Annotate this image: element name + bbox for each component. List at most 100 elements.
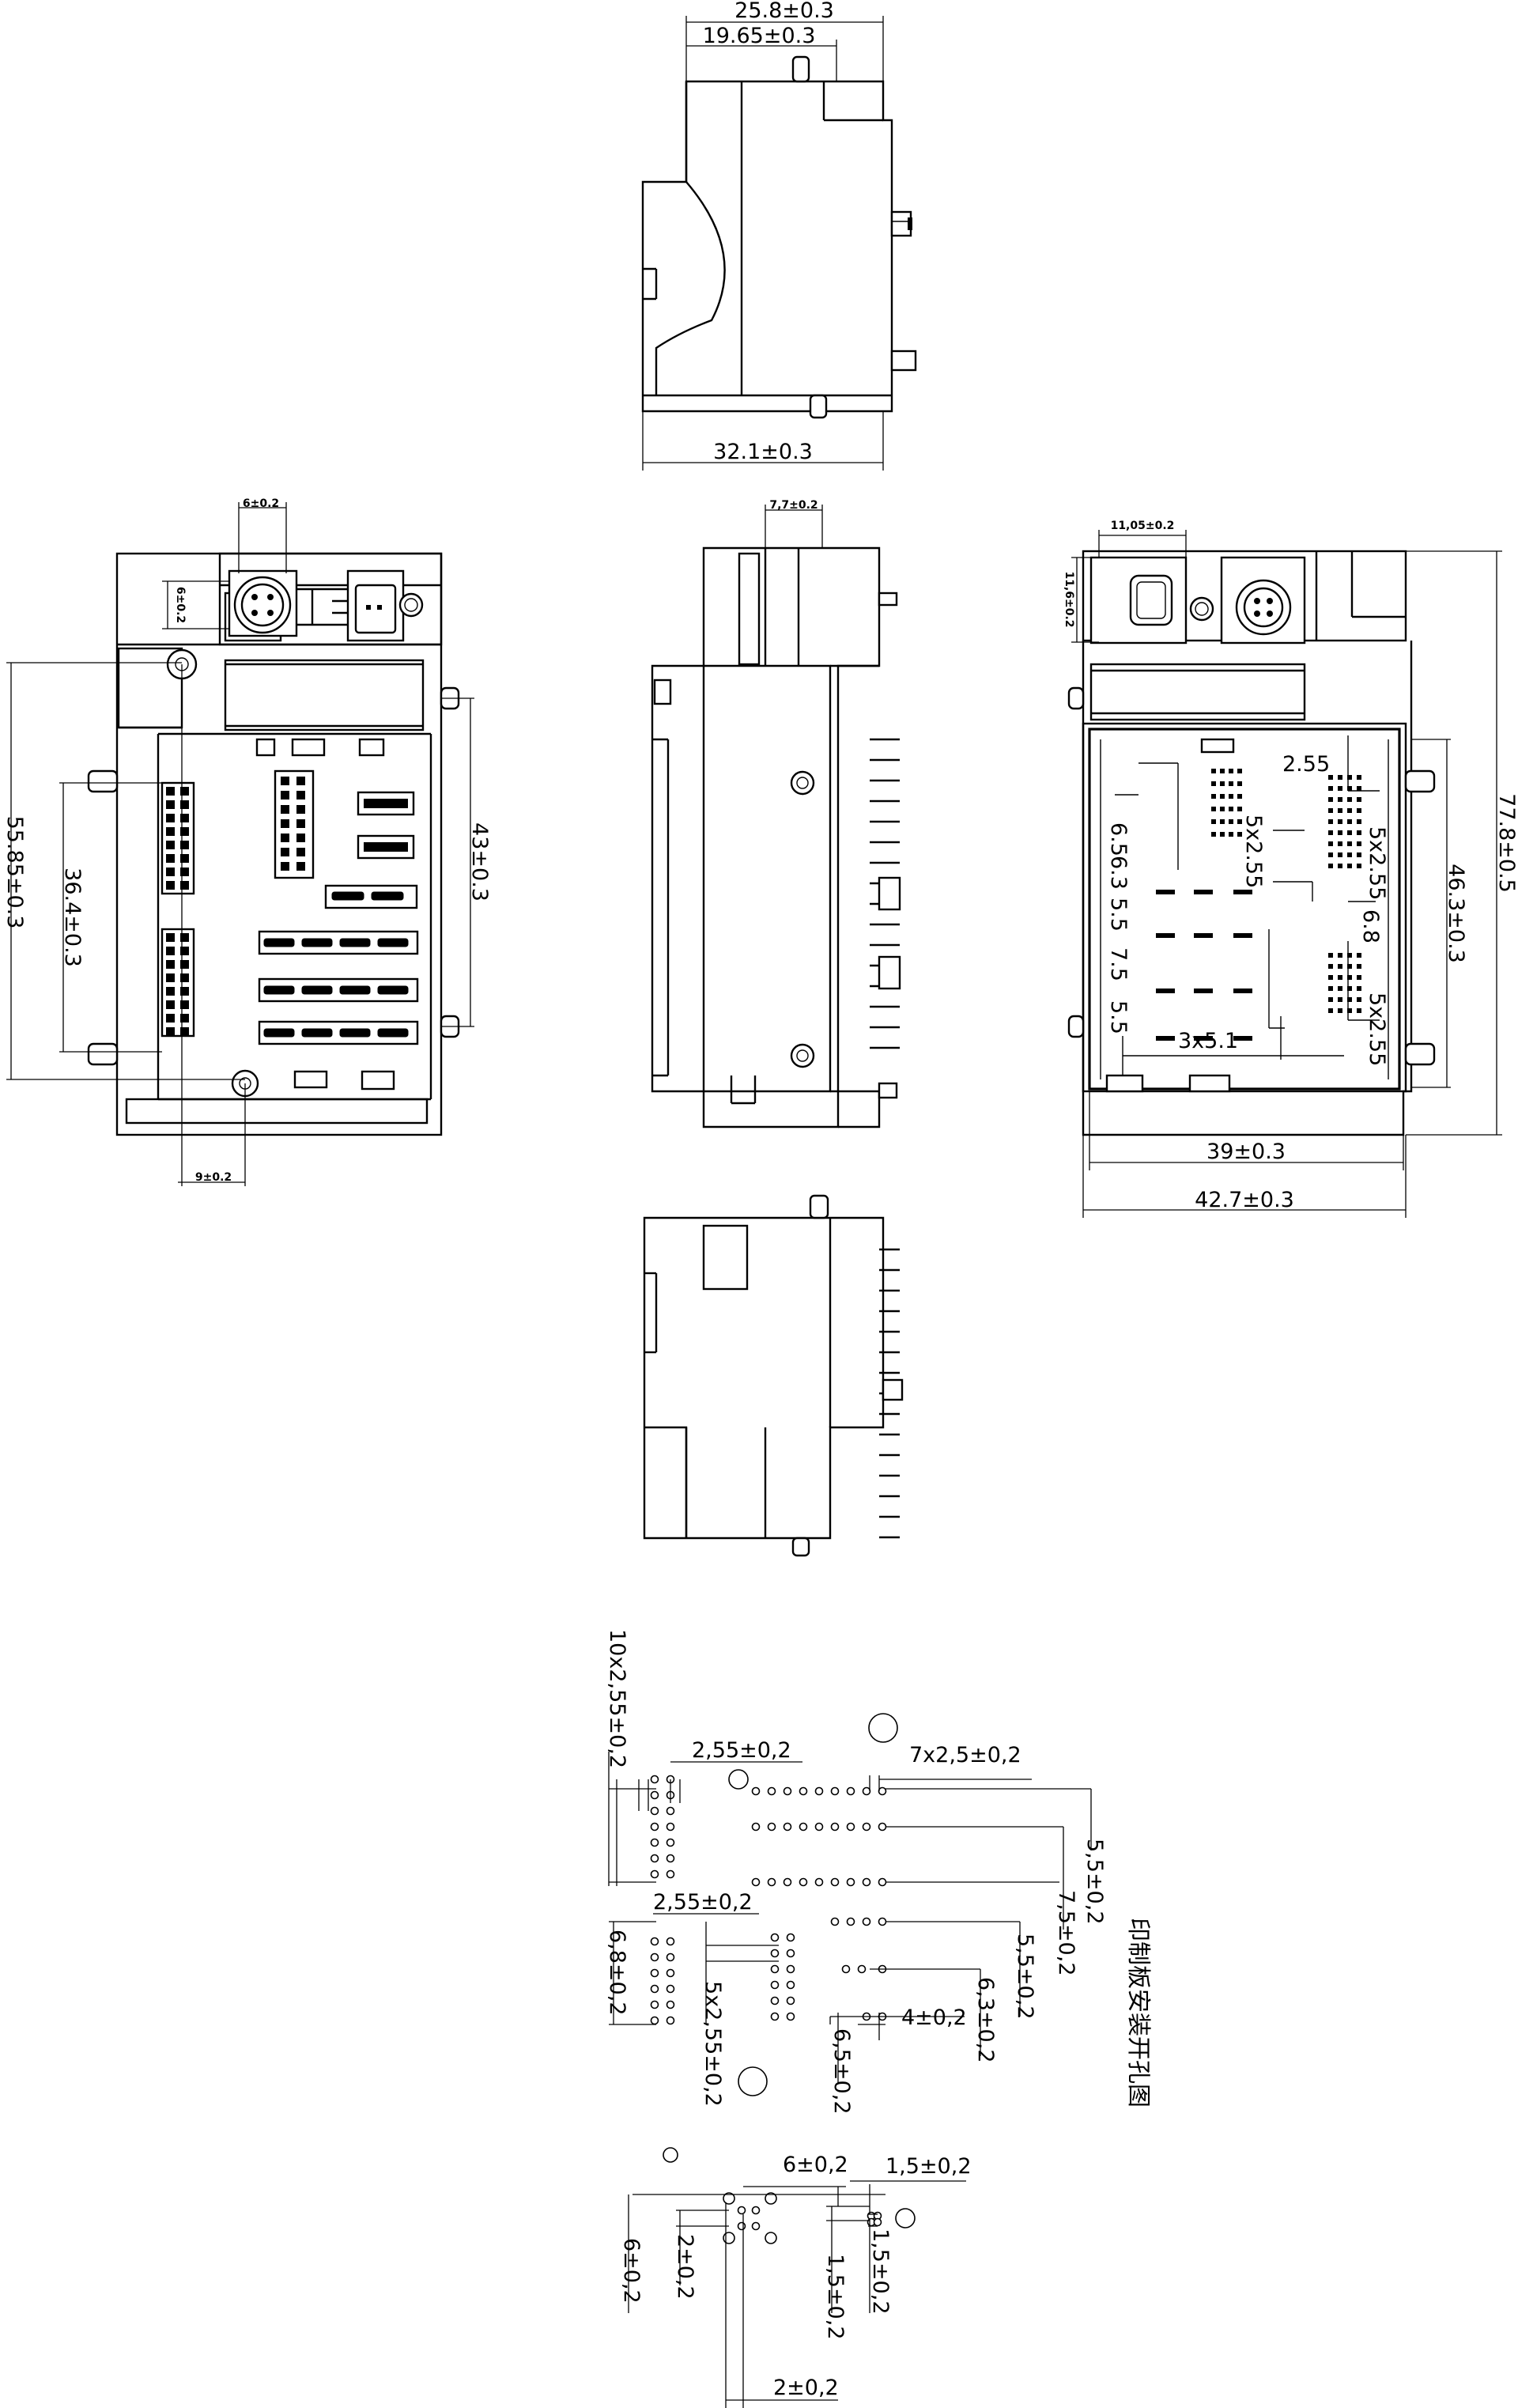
pcb-hole	[751, 1822, 761, 1832]
rear-pin	[1347, 975, 1352, 980]
pcb-hole	[666, 1937, 675, 1946]
pin-square	[180, 987, 189, 996]
pcb-hole	[666, 2016, 675, 2025]
pcb-hole	[799, 1877, 808, 1887]
rear-pin	[1211, 769, 1216, 773]
rear-pin	[1347, 1008, 1352, 1013]
rear-pin	[1328, 808, 1333, 813]
rear-pin	[1357, 1008, 1361, 1013]
pin-square	[180, 814, 189, 822]
rear-pin	[1220, 807, 1225, 811]
top-view: 25.8±0.3 19.65±0.3 32.1±0.3	[641, 0, 917, 471]
rear-pin	[1237, 794, 1242, 799]
rear-pin	[1357, 953, 1361, 958]
pcb-hole	[666, 1822, 675, 1832]
pcb-layout-title: 印制板安装开孔图	[1124, 1918, 1152, 2107]
terminal-blade	[377, 1028, 409, 1038]
terminal-blade	[301, 1028, 333, 1038]
label-rear-5x255-a: 5x2.55	[1241, 815, 1266, 888]
rear-pin	[1328, 997, 1333, 1002]
terminal-blade	[339, 985, 371, 995]
pcb-hole	[862, 1786, 871, 1796]
rear-terminal	[1233, 933, 1252, 938]
pin-square	[180, 854, 189, 863]
rear-terminal	[1156, 989, 1175, 993]
pcb-hole	[751, 2206, 761, 2215]
label-rear-63: 6.3	[1106, 856, 1131, 890]
pin-square	[296, 819, 305, 828]
rear-pin	[1357, 964, 1361, 969]
rear-pin	[1338, 953, 1342, 958]
pcb-hole	[873, 2217, 882, 2227]
rear-pin	[1328, 964, 1333, 969]
terminal-blade	[331, 891, 364, 901]
pcb-hole	[841, 1964, 851, 1974]
pcb-hole	[862, 1822, 871, 1832]
rear-terminal	[1233, 890, 1252, 894]
pcb-hole	[767, 1877, 776, 1887]
terminal-blade	[301, 938, 333, 947]
dim-pcb-68: 6,8±0,2	[605, 1930, 629, 2016]
pcb-hole	[862, 1917, 871, 1926]
pcb-hole	[650, 1822, 659, 1832]
rear-pin	[1347, 819, 1352, 824]
rear-pin	[1220, 794, 1225, 799]
pcb-hole	[878, 1917, 887, 1926]
rear-pin	[1338, 986, 1342, 991]
dim-top-width-total: 25.8±0.3	[734, 0, 834, 23]
pcb-hole	[786, 1964, 795, 1974]
rear-pin	[1328, 786, 1333, 791]
rear-pin	[1357, 864, 1361, 868]
rear-pin	[1211, 832, 1216, 837]
rear-pin	[1328, 953, 1333, 958]
rear-pin	[1357, 808, 1361, 813]
pcb-hole	[846, 1786, 855, 1796]
dim-pcb-2-bottom: 2±0,2	[773, 2376, 839, 2400]
label-rear-55a: 5.5	[1106, 898, 1131, 932]
side-tab	[878, 876, 901, 911]
pin-square	[296, 805, 305, 814]
pcb-hole	[814, 1786, 824, 1796]
rear-pin	[1237, 819, 1242, 824]
pin-square	[180, 1014, 189, 1023]
pcb-hole	[830, 1786, 840, 1796]
label-rear-pitch-top: 2.55	[1282, 752, 1330, 777]
rear-pin	[1347, 852, 1352, 857]
pin-square	[166, 841, 175, 849]
pcb-hole	[786, 2012, 795, 2021]
dim-rear-conn-width: 11,05±0.2	[1111, 520, 1175, 532]
pcb-hole-large	[723, 2232, 735, 2244]
pin-square	[180, 800, 189, 809]
pin-square	[166, 1014, 175, 1023]
pcb-hole	[799, 1786, 808, 1796]
pcb-hole-large	[765, 2232, 777, 2244]
dim-front-height-right: 43±0.3	[467, 822, 492, 902]
pin-square	[296, 791, 305, 800]
rear-pin	[1357, 852, 1361, 857]
pcb-hole	[666, 1806, 675, 1816]
rear-terminal	[1156, 933, 1175, 938]
pcb-hole	[786, 1949, 795, 1958]
pcb-hole	[786, 1933, 795, 1942]
pcb-hole	[650, 1968, 659, 1978]
pcb-hole	[878, 1877, 887, 1887]
dim-pcb-4: 4±0,2	[901, 2005, 967, 2030]
pcb-hole-large	[723, 2192, 735, 2205]
pin-square	[281, 805, 289, 814]
rear-pin	[1338, 997, 1342, 1002]
rear-pin	[1357, 830, 1361, 835]
pin-square	[180, 827, 189, 836]
pin-square	[180, 973, 189, 982]
rear-terminal	[1156, 890, 1175, 894]
front-view: 6±0.2 6±0.2 55.85±0.3 36.4±0.3 43±0.3 9±…	[2, 497, 492, 1186]
dim-front-height-outer: 55.85±0.3	[2, 816, 27, 929]
rear-pin	[1328, 1008, 1333, 1013]
rear-pin	[1347, 864, 1352, 868]
rear-pin	[1347, 786, 1352, 791]
rear-pin	[1347, 997, 1352, 1002]
pin-square	[180, 787, 189, 796]
dim-front-bottom-offset: 9±0.2	[195, 1171, 232, 1184]
dim-pcb-2-left: 2±0,2	[673, 2234, 697, 2300]
rear-terminal	[1194, 1036, 1213, 1041]
